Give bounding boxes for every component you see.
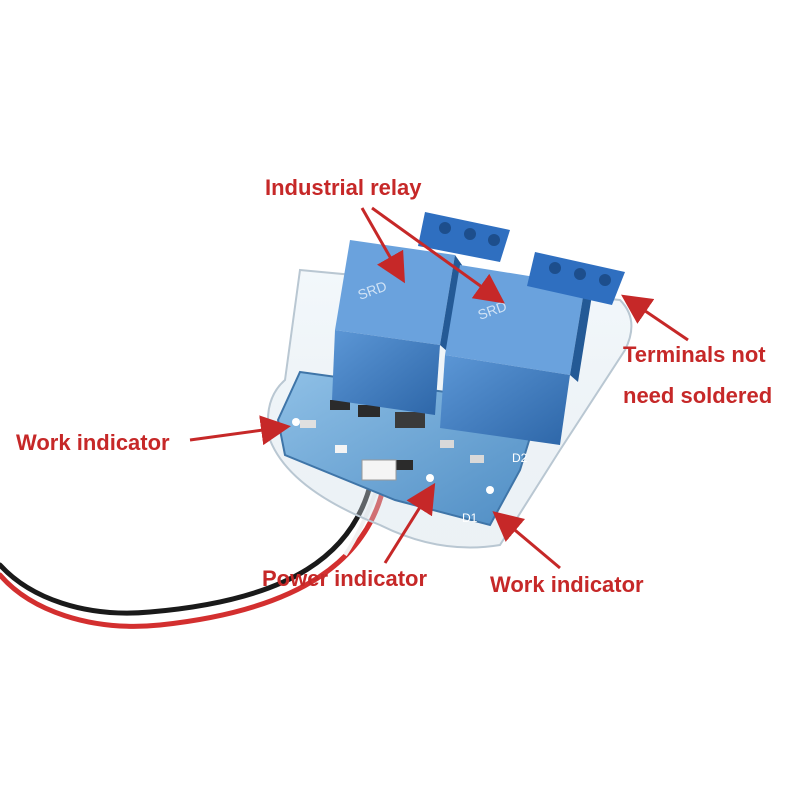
label-work-indicator-left: Work indicator [16,430,170,455]
silkscreen-d2: D2 [512,451,528,465]
wire-connector [361,459,397,481]
arrow-terminals [621,294,689,342]
terminal-block-right [527,252,625,305]
silkscreen-d1: D1 [462,511,478,525]
label-terminals-line2: need soldered [623,383,773,408]
arrow-relay-left [360,207,405,284]
arrow-relay-right [371,206,505,304]
pcb-components [292,400,494,494]
relay-left: SRD [332,240,462,415]
terminal-block-left [418,212,510,262]
label-work-indicator-right: Work indicator [490,572,644,597]
arrow-power [383,482,436,564]
label-terminals-line1: Terminals not [623,342,766,367]
annotation-arrows [189,206,689,570]
label-industrial-relay: Industrial relay [265,175,422,200]
arrow-work-left [189,415,291,446]
label-power-indicator: Power indicator [262,566,428,591]
arrow-work-right [492,511,561,570]
